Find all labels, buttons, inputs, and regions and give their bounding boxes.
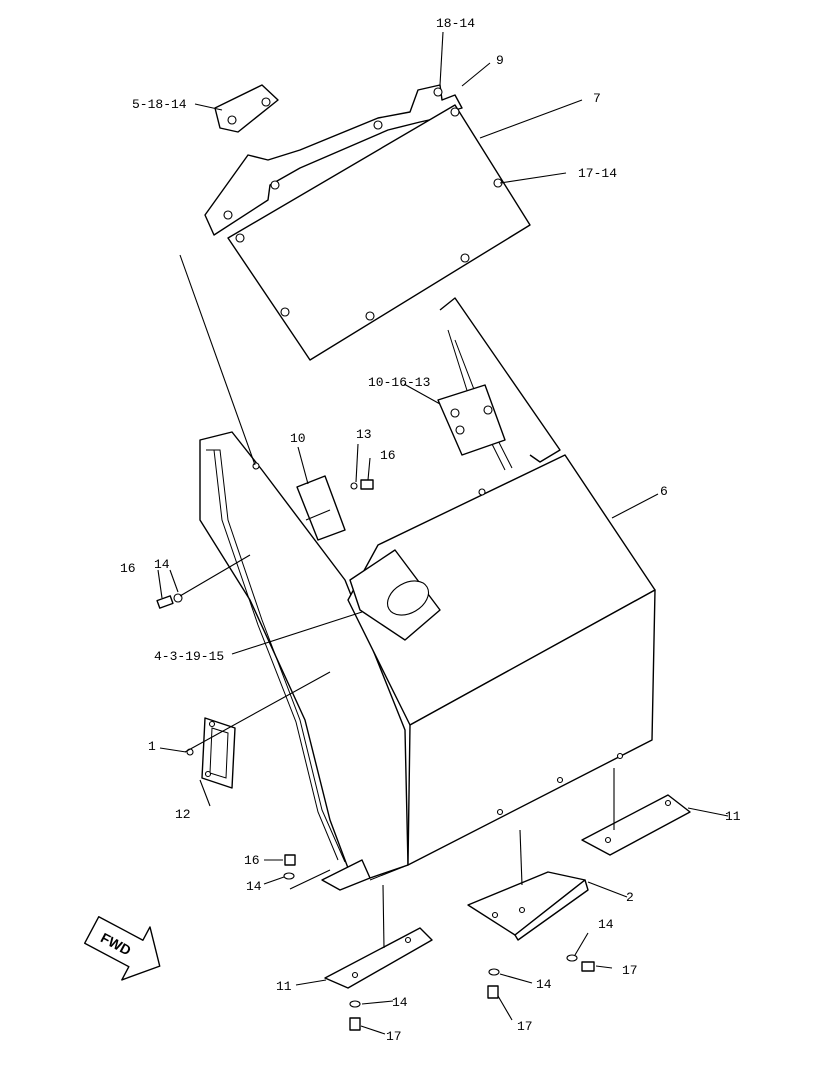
callout-12: 12: [175, 807, 191, 822]
callout-17-bottom: 17: [386, 1029, 402, 1044]
callout-14-left: 14: [154, 557, 170, 572]
callout-17-bracket-lower: 17: [517, 1019, 533, 1034]
fasteners: [156, 479, 595, 1031]
bracket-10: [296, 475, 346, 541]
callout-5-18-14: 5-18-14: [132, 97, 187, 112]
callout-14-bottom: 14: [392, 995, 408, 1010]
callout-17-bracket-right: 17: [622, 963, 638, 978]
top-mounting-strip: [204, 84, 463, 236]
leader-lines: [157, 31, 729, 1035]
callout-10: 10: [290, 431, 306, 446]
top-cover-plate: [227, 104, 531, 361]
callout-16-left: 16: [120, 561, 136, 576]
callout-7: 7: [593, 91, 601, 106]
callout-14-bracket-lower: 14: [536, 977, 552, 992]
bracket-2: [467, 871, 589, 941]
fwd-arrow: FWD: [84, 916, 161, 981]
callout-9: 9: [496, 53, 504, 68]
main-housing: [199, 297, 656, 891]
callout-16-upper: 16: [380, 448, 396, 463]
callout-10-16-13: 10-16-13: [368, 375, 430, 390]
callout-17-14: 17-14: [578, 166, 617, 181]
callout-18-14: 18-14: [436, 16, 475, 31]
access-panel-12: [201, 717, 236, 789]
callout-6: 6: [660, 484, 668, 499]
callout-16-lower: 16: [244, 853, 260, 868]
bracket-11-right: [581, 794, 691, 856]
callout-13: 13: [356, 427, 372, 442]
callout-14-bracket-upper: 14: [598, 917, 614, 932]
small-bracket-5: [214, 84, 279, 133]
callout-1: 1: [148, 739, 156, 754]
callout-4-3-19-15: 4-3-19-15: [154, 649, 224, 664]
callout-14-lower: 14: [246, 879, 262, 894]
callout-2: 2: [626, 890, 634, 905]
callout-labels: 18-14 9 5-18-14 7 17-14 10-16-13 10 13 1…: [120, 16, 741, 1044]
callout-11-bottom: 11: [276, 979, 292, 994]
callout-11-right: 11: [725, 809, 741, 824]
bracket-11-bottom: [324, 927, 433, 989]
